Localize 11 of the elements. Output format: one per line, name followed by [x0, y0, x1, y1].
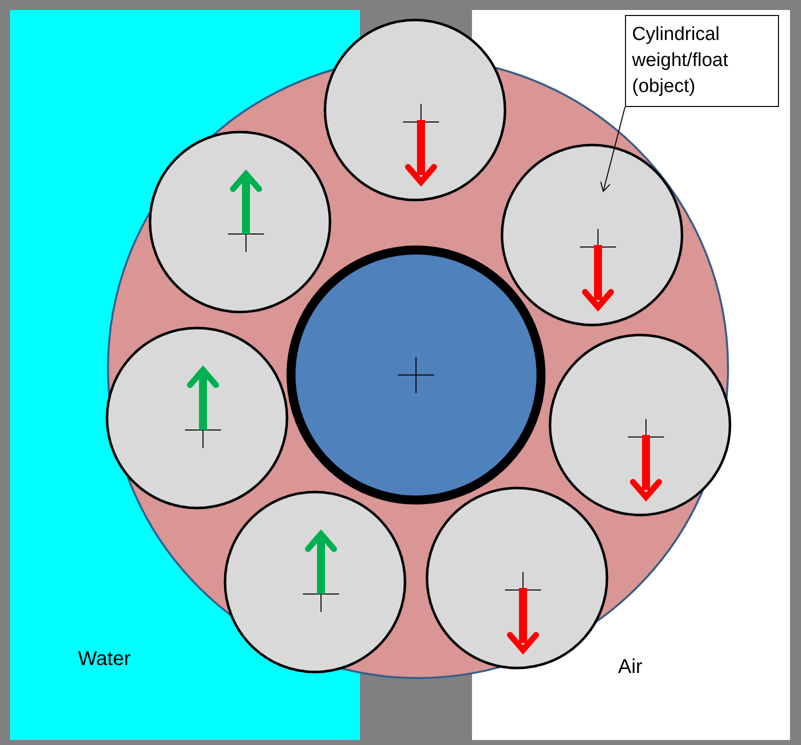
- object-circle: [148, 130, 332, 314]
- object-circle: [426, 486, 608, 670]
- region-label: Air: [618, 656, 642, 679]
- leader-line: [600, 106, 626, 192]
- object-circle: [106, 326, 288, 510]
- object-circle: [324, 18, 506, 202]
- object-circle: [548, 334, 732, 516]
- callout-label: Cylindrical weight/float (object): [625, 15, 779, 107]
- region-label: Water: [78, 648, 131, 671]
- object-circle: [224, 490, 406, 674]
- object-circle: [500, 144, 684, 326]
